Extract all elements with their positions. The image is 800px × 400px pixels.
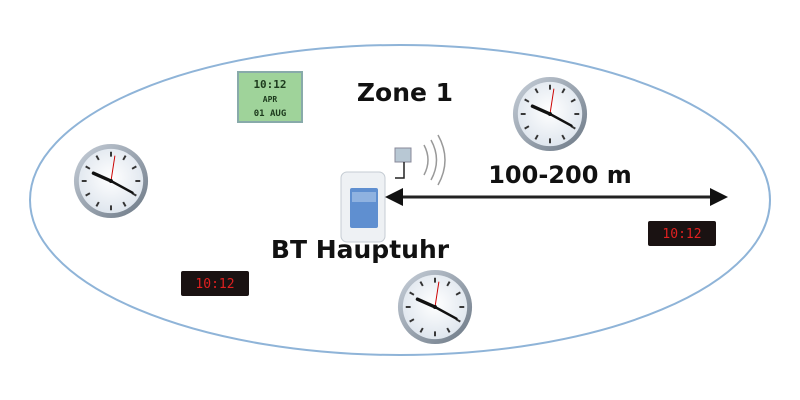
master-clock-icon bbox=[340, 171, 386, 243]
range-label: 100-200 m bbox=[488, 161, 632, 189]
digital-display-time: 10:12 bbox=[195, 277, 234, 292]
lcd-time: 10:12 bbox=[253, 78, 286, 91]
lcd-clock: 10:12 APR 01 AUG bbox=[237, 71, 303, 123]
antenna-icon bbox=[394, 147, 412, 179]
analog-clock-icon bbox=[511, 75, 589, 153]
digital-display-time: 10:12 bbox=[662, 227, 701, 242]
digital-display: 10:12 bbox=[181, 271, 249, 296]
lcd-line3: 01 AUG bbox=[254, 109, 287, 119]
zone-label: Zone 1 bbox=[357, 78, 453, 107]
master-clock-label: BT Hauptuhr bbox=[271, 235, 450, 264]
analog-clock-icon bbox=[396, 268, 474, 346]
range-arrow bbox=[385, 188, 728, 206]
digital-display: 10:12 bbox=[648, 221, 716, 246]
lcd-line2: APR bbox=[263, 95, 278, 104]
radio-waves-icon bbox=[423, 134, 446, 186]
zone-boundary bbox=[29, 44, 771, 356]
analog-clock-icon bbox=[72, 142, 150, 220]
